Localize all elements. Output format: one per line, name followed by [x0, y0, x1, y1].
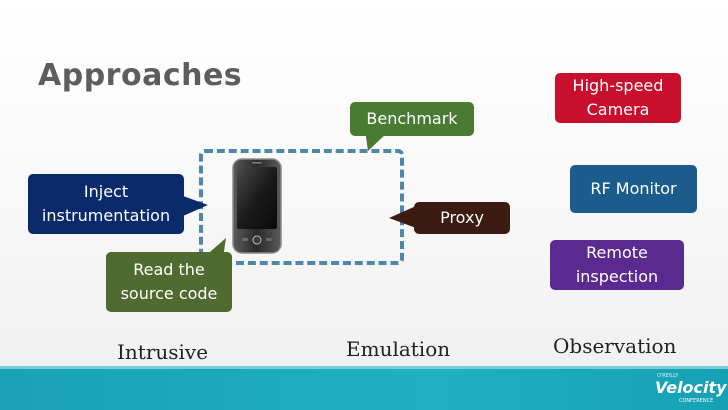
remote-inspection-line-2: inspection	[575, 267, 659, 286]
high-speed-camera-line-2: Camera	[586, 100, 650, 119]
smartphone-icon	[232, 158, 282, 254]
logo-prefix: O'REILLY	[657, 373, 679, 379]
velocity-logo: O'REILLY Velocity CONFERENCE	[641, 372, 727, 408]
footer-highlight	[0, 366, 728, 369]
inject-line-1: Inject	[83, 182, 129, 201]
slide-title: Approaches	[38, 58, 243, 93]
proxy-bubble: Proxy	[414, 202, 510, 234]
benchmark-label: Benchmark	[366, 109, 458, 128]
footer-bar	[0, 369, 728, 410]
benchmark-bubble: Benchmark	[350, 102, 474, 136]
remote-inspection-bubble: Remote inspection	[550, 240, 684, 290]
inject-instrumentation-bubble: Inject instrumentation	[28, 174, 184, 234]
inject-line-2: instrumentation	[41, 206, 171, 225]
remote-inspection-line-1: Remote	[586, 243, 648, 262]
observation-label: Observation	[553, 334, 677, 358]
rf-monitor-label: RF Monitor	[590, 179, 677, 198]
rf-monitor-bubble: RF Monitor	[570, 165, 697, 213]
high-speed-camera-bubble: High-speed Camera	[555, 73, 681, 123]
read-source-line-2: source code	[120, 284, 218, 303]
read-source-line-1: Read the	[133, 260, 205, 279]
intrusive-label: Intrusive	[117, 340, 209, 364]
logo-sub: CONFERENCE	[679, 398, 714, 404]
read-source-code-bubble: Read the source code	[106, 252, 232, 312]
logo-word: Velocity	[655, 378, 727, 397]
high-speed-camera-line-1: High-speed	[572, 76, 664, 95]
emulation-label: Emulation	[346, 337, 451, 361]
proxy-label: Proxy	[440, 208, 484, 227]
